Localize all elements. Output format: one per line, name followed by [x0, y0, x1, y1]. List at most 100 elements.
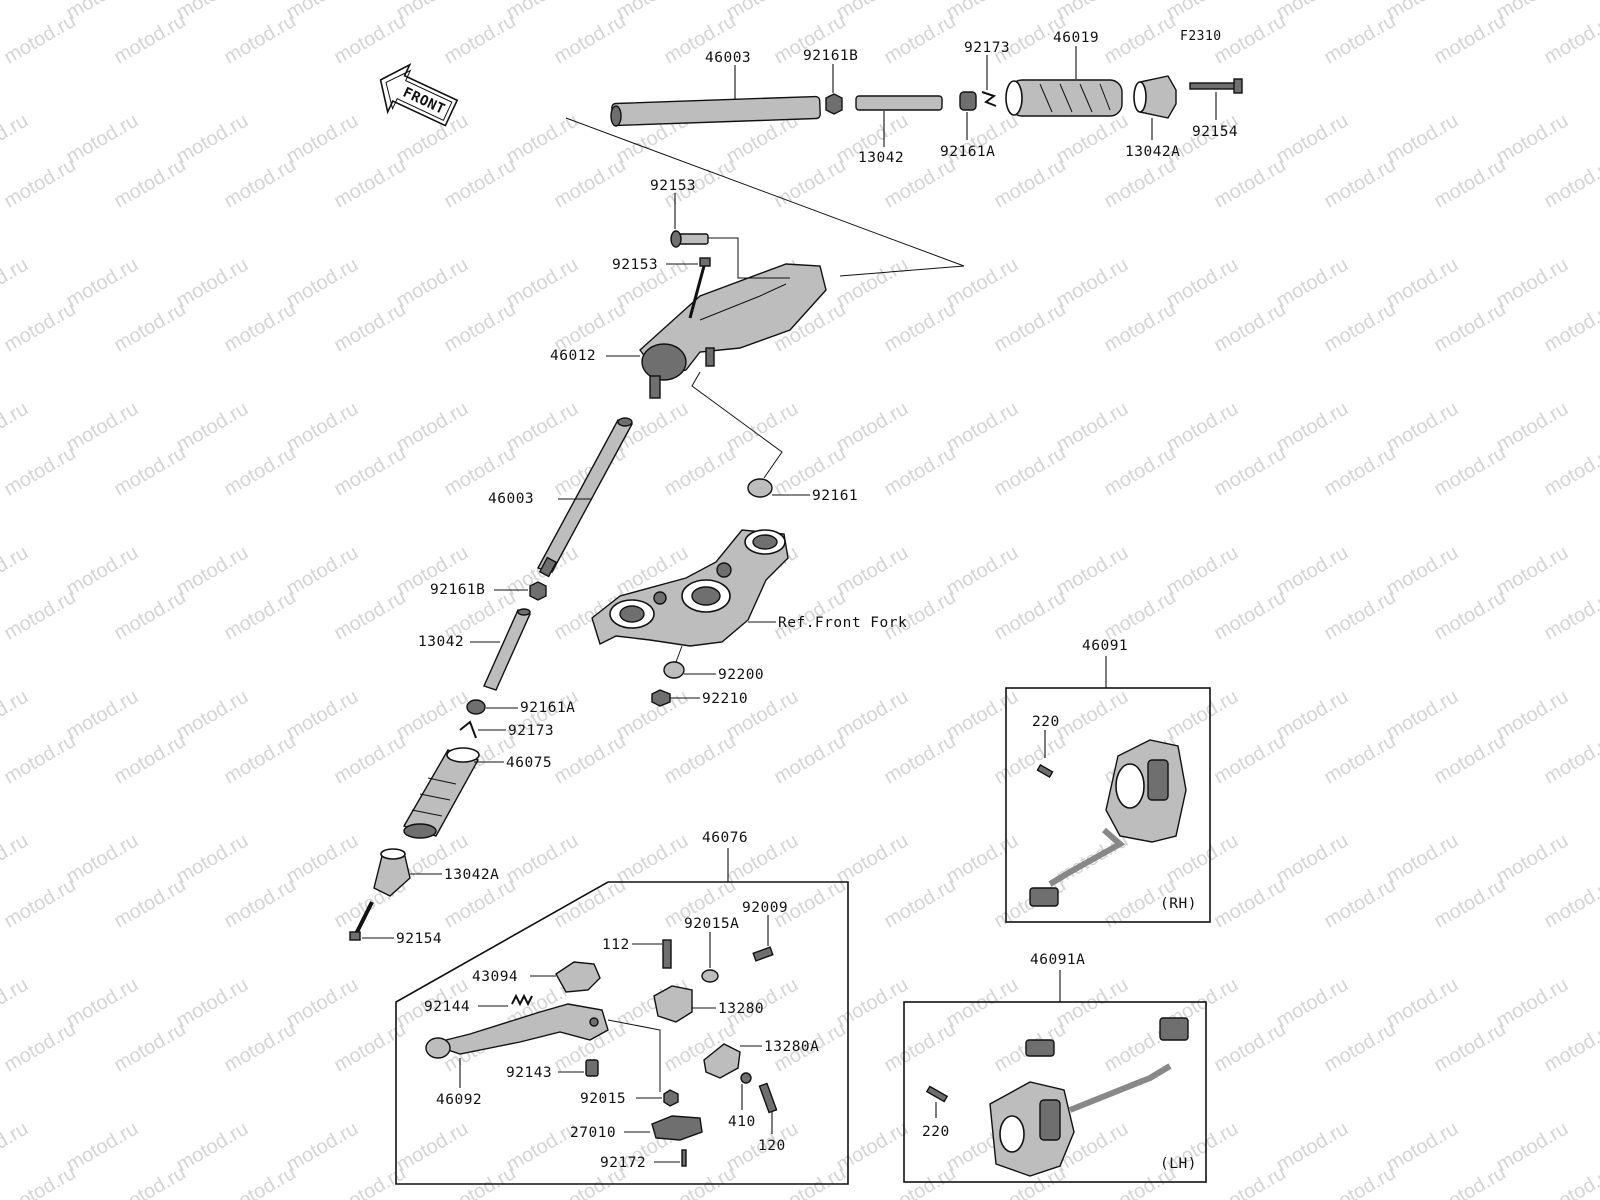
watermark-text: motod.ru: [283, 686, 362, 745]
watermark-text: motod.ru: [833, 686, 912, 745]
watermark-text: motod.ru: [0, 874, 79, 933]
clip-92173-top: [981, 91, 997, 107]
watermark-text: motod.ru: [1540, 442, 1600, 501]
watermark-text: motod.ru: [1493, 830, 1572, 889]
lh-switch-bore: [999, 1115, 1025, 1153]
label-92161a-mid: 92161A: [520, 700, 575, 716]
watermark-text: motod.ru: [110, 1018, 189, 1077]
bolt-112: [662, 939, 672, 969]
watermark-text: motod.ru: [833, 830, 912, 889]
label-220-rh: 220: [1032, 714, 1060, 730]
watermark-text: motod.ru: [880, 730, 959, 789]
watermark-text: motod.ru: [330, 10, 409, 69]
nut-92210: [651, 689, 671, 707]
watermark-text: motod.ru: [1320, 298, 1399, 357]
watermark-text: motod.ru: [503, 398, 582, 457]
lh-switch-46091a: 46091A 220 (LH): [903, 952, 1207, 1183]
spring-92144: [511, 993, 533, 1007]
watermark-text: motod.ru: [1210, 730, 1289, 789]
watermark-text: motod.ru: [1273, 254, 1352, 313]
watermark-text: motod.ru: [330, 1018, 409, 1077]
watermark-text: motod.ru: [943, 398, 1022, 457]
clip-92173-mid: [459, 720, 477, 739]
watermark-text: motod.ru: [110, 730, 189, 789]
watermark-text: motod.ru: [283, 398, 362, 457]
label-92144: 92144: [424, 999, 470, 1015]
watermark-text: motod.ru: [330, 1162, 409, 1200]
watermark-text: motod.ru: [1540, 730, 1600, 789]
watermark-text: motod.ru: [110, 442, 189, 501]
label-92161b-top: 92161B: [803, 48, 858, 64]
watermark-text: motod.ru: [503, 830, 582, 889]
watermark-text: motod.ru: [173, 398, 252, 457]
screw-220-rh: [1036, 763, 1054, 779]
watermark-text: motod.ru: [173, 542, 252, 601]
watermark-text: motod.ru: [1273, 1118, 1352, 1177]
rh-tag: (RH): [1160, 896, 1197, 912]
watermark-text: motod.ru: [1210, 586, 1289, 645]
watermark-text: motod.ru: [1430, 154, 1509, 213]
watermark-text: motod.ru: [943, 542, 1022, 601]
watermark-text: motod.ru: [1493, 110, 1572, 169]
watermark-text: motod.ru: [330, 730, 409, 789]
label-92161b-mid: 92161B: [430, 582, 485, 598]
watermark-text: motod.ru: [63, 110, 142, 169]
watermark-text: motod.ru: [1210, 154, 1289, 213]
weight-tube-mid: [483, 608, 531, 691]
watermark-text: motod.ru: [0, 830, 32, 889]
bar-end-13042a-top: [1133, 75, 1177, 119]
watermark-text: motod.ru: [943, 974, 1022, 1033]
watermark-text: motod.ru: [283, 110, 362, 169]
label-13042a-top: 13042A: [1125, 144, 1180, 160]
handlebar-tube-top: [610, 95, 821, 127]
label-92143: 92143: [506, 1065, 552, 1081]
watermark-text: motod.ru: [1320, 1162, 1399, 1200]
watermark-text: motod.ru: [990, 298, 1069, 357]
watermark-text: motod.ru: [1540, 874, 1600, 933]
watermark-text: motod.ru: [1540, 1018, 1600, 1077]
watermark-text: motod.ru: [283, 830, 362, 889]
watermark-text: motod.ru: [723, 398, 802, 457]
watermark-text: motod.ru: [503, 254, 582, 313]
assembly-connector-line: [607, 1019, 661, 1092]
watermark-text: motod.ru: [1383, 830, 1462, 889]
bush-92161a-top: [959, 91, 977, 111]
watermark-text: motod.ru: [110, 586, 189, 645]
label-46019: 46019: [1053, 30, 1099, 46]
label-92173-mid: 92173: [508, 723, 554, 739]
watermark-text: motod.ru: [220, 1162, 299, 1200]
clutch-lever-46092: [427, 1003, 609, 1055]
rh-switch-wire: [1048, 827, 1126, 887]
watermark-text: motod.ru: [1273, 974, 1352, 1033]
watermark-text: motod.ru: [1540, 154, 1600, 213]
watermark-text: motod.ru: [220, 442, 299, 501]
watermark-text: motod.ru: [0, 1162, 79, 1200]
watermark-text: motod.ru: [1210, 442, 1289, 501]
label-46012: 46012: [550, 348, 596, 364]
watermark-text: motod.ru: [440, 1162, 519, 1200]
label-112: 112: [602, 937, 630, 953]
watermark-text: motod.ru: [63, 254, 142, 313]
watermark-text: motod.ru: [1430, 10, 1509, 69]
watermark-text: motod.ru: [173, 254, 252, 313]
watermark-text: motod.ru: [833, 254, 912, 313]
nut-92015: [663, 1089, 679, 1107]
watermark-text: motod.ru: [990, 586, 1069, 645]
watermark-text: motod.ru: [833, 974, 912, 1033]
watermark-text: motod.ru: [660, 1162, 739, 1200]
watermark-text: motod.ru: [1430, 586, 1509, 645]
watermark-text: motod.ru: [550, 730, 629, 789]
watermark-text: motod.ru: [1053, 542, 1132, 601]
bolt-92154-mid: [349, 901, 374, 941]
watermark-text: motod.ru: [220, 730, 299, 789]
label-13042-mid: 13042: [418, 634, 464, 650]
rh-switch-bore: [1115, 763, 1145, 809]
watermark-text: motod.ru: [880, 298, 959, 357]
watermark-text: motod.ru: [283, 254, 362, 313]
watermark-text: motod.ru: [63, 830, 142, 889]
watermark-text: motod.ru: [1493, 542, 1572, 601]
bolt-92154-top: [1189, 78, 1243, 94]
watermark-text: motod.ru: [880, 874, 959, 933]
label-13280a: 13280A: [764, 1039, 819, 1055]
label-43094: 43094: [472, 969, 518, 985]
